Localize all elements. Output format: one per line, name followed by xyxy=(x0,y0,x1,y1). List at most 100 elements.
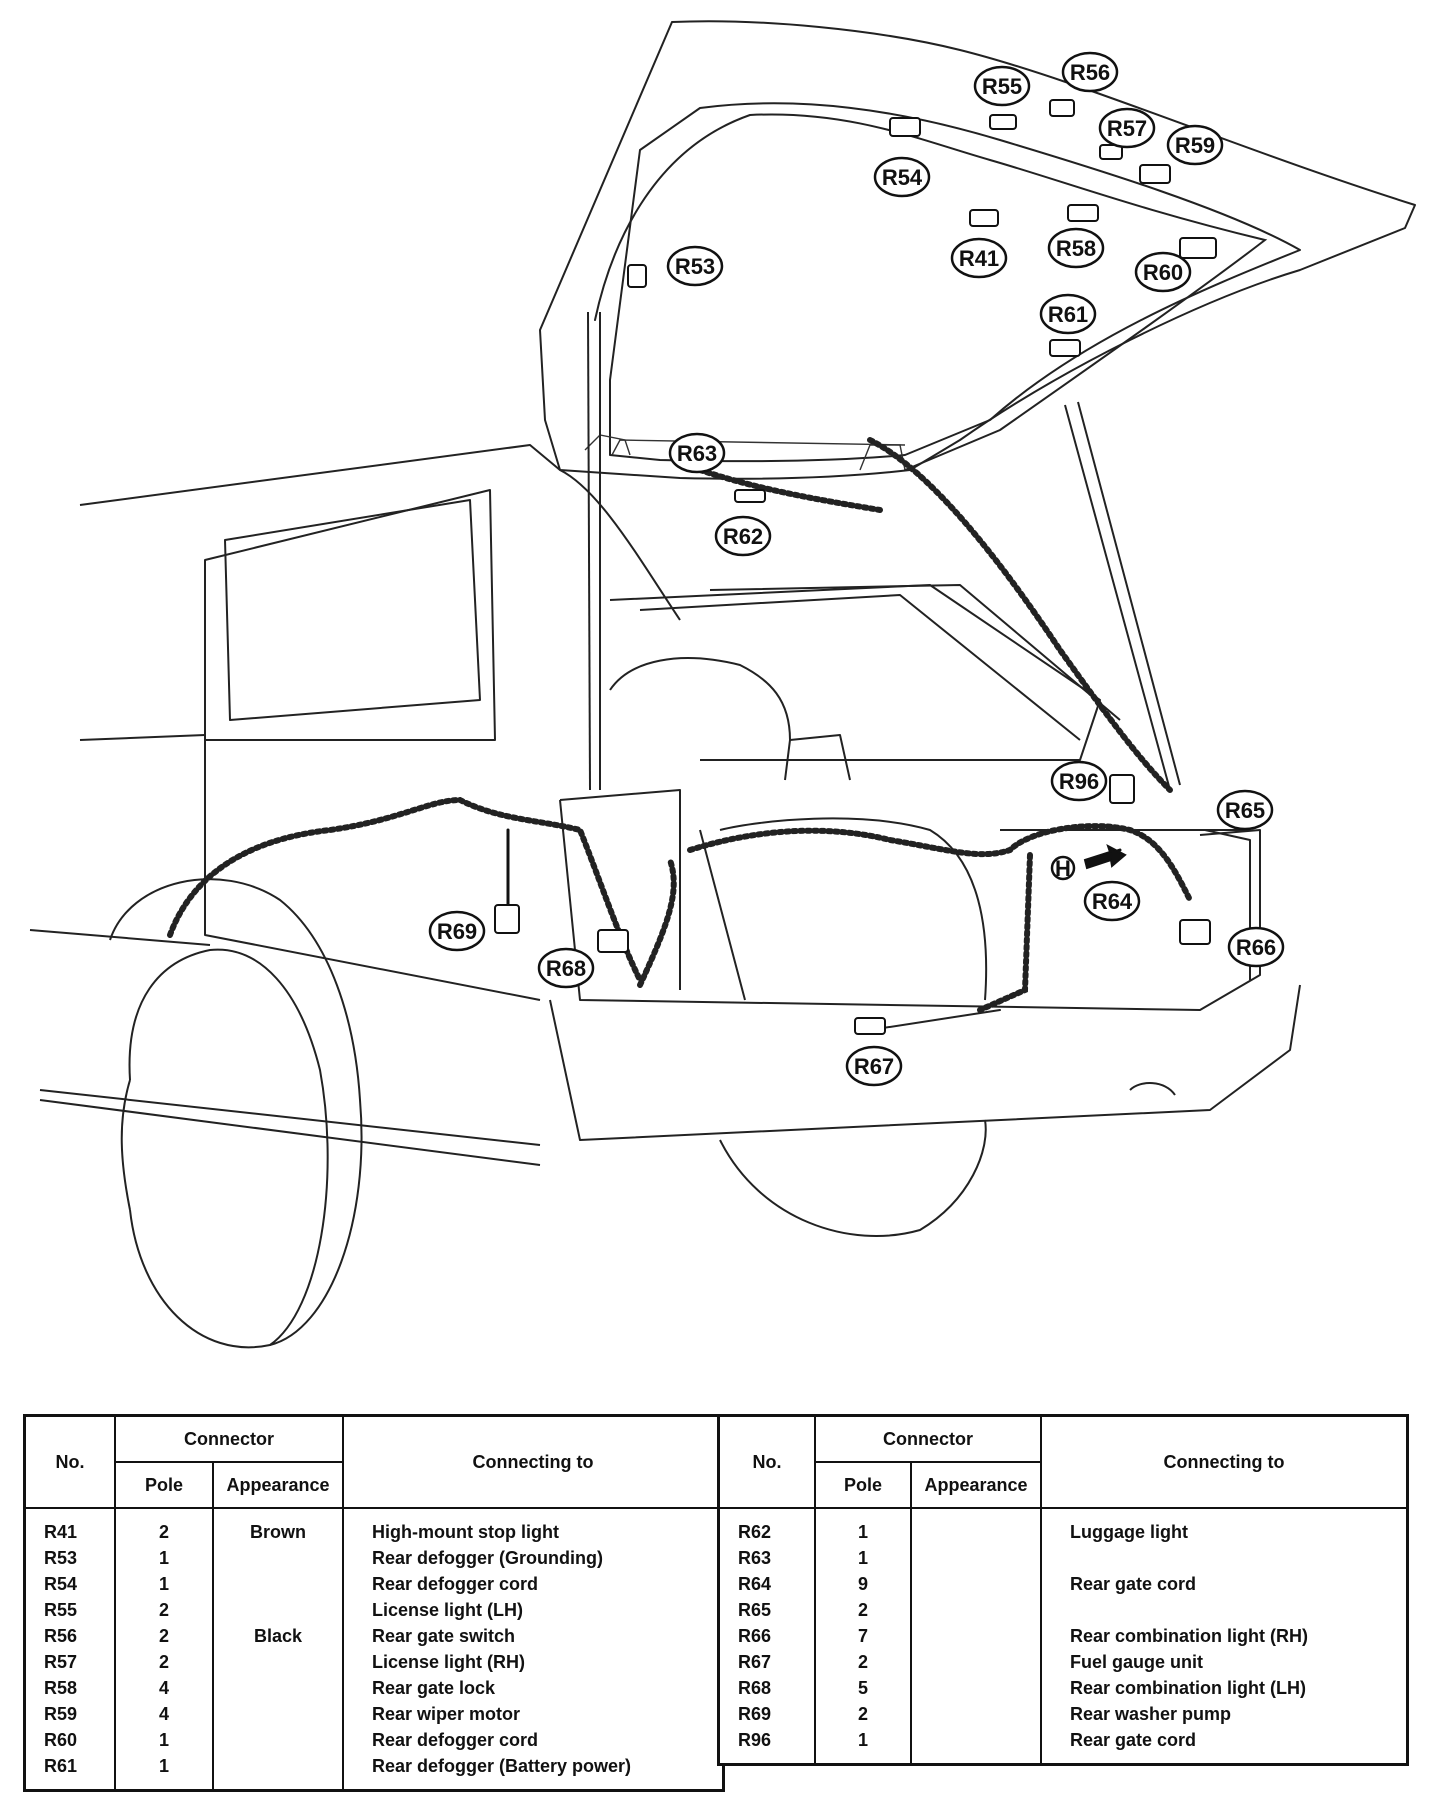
callout-ellipse xyxy=(845,1045,903,1087)
callout-label: R57 xyxy=(1107,116,1147,141)
callout-r58: R58 xyxy=(1047,227,1105,269)
connector-number: R56 xyxy=(23,1623,116,1649)
pole-count: 2 xyxy=(114,1508,214,1545)
pole-count: 5 xyxy=(814,1675,912,1701)
pole-count: 2 xyxy=(814,1701,912,1727)
callout-r63: R63 xyxy=(668,432,726,474)
callout-ellipse xyxy=(1166,124,1224,166)
pole-count: 2 xyxy=(814,1649,912,1675)
connecting-to: Rear gate switch xyxy=(342,1623,725,1649)
connector-number: R63 xyxy=(717,1545,816,1571)
connector-bodies xyxy=(494,99,1217,1035)
callout-ellipse xyxy=(714,515,772,557)
appearance xyxy=(212,1649,344,1675)
connector-number: R41 xyxy=(23,1508,116,1545)
connecting-to: Rear wiper motor xyxy=(342,1701,725,1727)
connector-number: R68 xyxy=(717,1675,816,1701)
connecting-to: Luggage light xyxy=(1040,1508,1409,1545)
callout-r56: R56 xyxy=(1061,51,1119,93)
pole-count: 1 xyxy=(114,1545,214,1571)
callout-ellipse xyxy=(428,910,486,952)
callout-ellipse xyxy=(1083,880,1141,922)
callout-label: R56 xyxy=(1070,60,1110,85)
appearance xyxy=(910,1649,1042,1675)
callout-label: R55 xyxy=(982,74,1022,99)
appearance: Brown xyxy=(212,1508,344,1545)
h-arrow xyxy=(1083,843,1127,870)
connecting-to: Rear defogger cord xyxy=(342,1727,725,1753)
callout-label: R59 xyxy=(1175,133,1215,158)
pole-count: 1 xyxy=(114,1727,214,1753)
callout-r67: R67 xyxy=(845,1045,903,1087)
appearance xyxy=(910,1701,1042,1727)
connecting-to: Rear gate cord xyxy=(1040,1571,1409,1597)
pole-count: 1 xyxy=(114,1571,214,1597)
connector-number: R54 xyxy=(23,1571,116,1597)
callout-ellipse xyxy=(666,245,724,287)
connecting-to: License light (RH) xyxy=(342,1649,725,1675)
connector-number: R59 xyxy=(23,1701,116,1727)
callout-ellipse xyxy=(873,156,931,198)
pole-count: 4 xyxy=(114,1675,214,1701)
callout-ellipse xyxy=(1098,107,1156,149)
gate-struts xyxy=(587,311,1181,791)
pole-count: 2 xyxy=(814,1597,912,1623)
pole-count: 2 xyxy=(114,1649,214,1675)
connecting-to: Rear washer pump xyxy=(1040,1701,1409,1727)
pole-count: 7 xyxy=(814,1623,912,1649)
appearance xyxy=(910,1571,1042,1597)
pole-count: 9 xyxy=(814,1571,912,1597)
connector-tables: No. Connector Connecting to Pole Appeara… xyxy=(23,1414,1409,1808)
callout-label: H xyxy=(1055,856,1071,881)
appearance xyxy=(212,1597,344,1623)
header-connecting-to: Connecting to xyxy=(342,1414,725,1509)
connector-number: R57 xyxy=(23,1649,116,1675)
connecting-to: Rear gate cord xyxy=(1040,1727,1409,1765)
callout-label: R68 xyxy=(546,956,586,981)
connecting-to: Fuel gauge unit xyxy=(1040,1649,1409,1675)
connector-number: R53 xyxy=(23,1545,116,1571)
pole-count: 2 xyxy=(114,1623,214,1649)
callout-label: R65 xyxy=(1225,798,1265,823)
connecting-to: Rear combination light (LH) xyxy=(1040,1675,1409,1701)
appearance xyxy=(212,1753,344,1791)
callout-label: R64 xyxy=(1092,889,1133,914)
header-no: No. xyxy=(23,1414,116,1509)
appearance xyxy=(910,1545,1042,1571)
appearance xyxy=(212,1701,344,1727)
callout-ellipse xyxy=(537,947,595,989)
callout-ellipse xyxy=(1134,251,1192,293)
connector-number: R61 xyxy=(23,1753,116,1791)
callout-r69: R69 xyxy=(428,910,486,952)
callout-ellipse xyxy=(1039,293,1097,335)
callout-ellipse xyxy=(1050,760,1108,802)
callout-label: R63 xyxy=(677,441,717,466)
callout-ellipse xyxy=(973,65,1031,107)
callout-label: R96 xyxy=(1059,769,1099,794)
callout-ellipse xyxy=(1050,855,1076,881)
appearance xyxy=(212,1675,344,1701)
header-no: No. xyxy=(717,1414,816,1509)
callout-r53: R53 xyxy=(666,245,724,287)
header-pole: Pole xyxy=(814,1461,912,1509)
appearance: Black xyxy=(212,1623,344,1649)
connecting-to: Rear defogger (Grounding) xyxy=(342,1545,725,1571)
appearance xyxy=(212,1545,344,1571)
callout-label: R53 xyxy=(675,254,715,279)
callout-ellipse xyxy=(668,432,726,474)
connector-table-right: No. Connector Connecting to Pole Appeara… xyxy=(717,1414,1409,1766)
